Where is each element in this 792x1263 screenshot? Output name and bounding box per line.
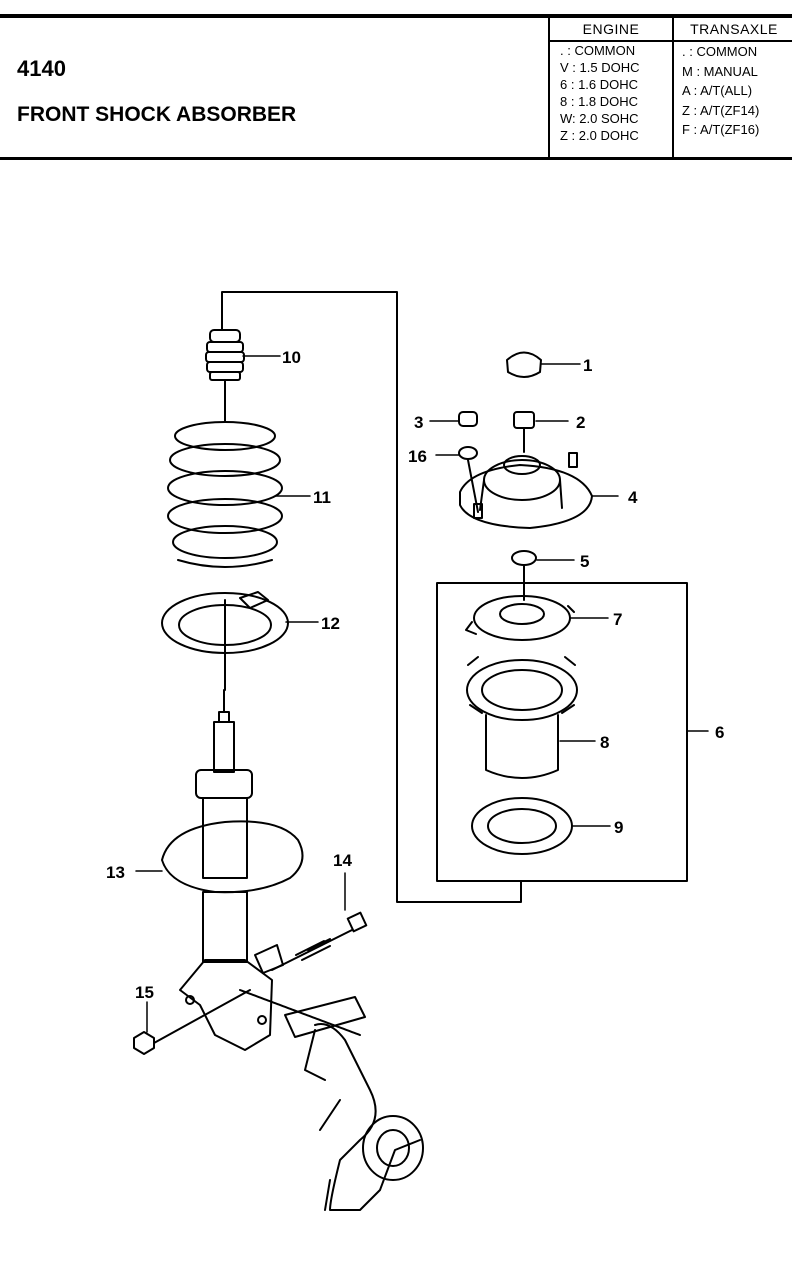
engine-row: . : COMMON — [560, 43, 636, 58]
callout-1: 1 — [583, 356, 592, 375]
engine-heading: ENGINE — [550, 18, 672, 42]
bearing-part — [465, 595, 575, 641]
callout-8: 8 — [600, 733, 609, 752]
seat-ring-part — [471, 797, 573, 855]
callout-7: 7 — [613, 610, 622, 629]
page-title: FRONT SHOCK ABSORBER — [17, 103, 297, 126]
coil-spring-part — [167, 379, 283, 568]
transaxle-row: F : A/T(ZF16) — [682, 122, 760, 137]
engine-column: ENGINE . : COMMON V : 1.5 DOHC 6 : 1.6 D… — [550, 18, 674, 157]
washer-nut-part — [458, 411, 479, 513]
lock-nut-part — [513, 411, 535, 453]
engine-row: 6 : 1.6 DOHC — [560, 77, 639, 92]
transaxle-row: M : MANUAL — [682, 63, 758, 79]
kit-group-box — [436, 582, 688, 882]
strut-mount-part — [459, 452, 593, 529]
engine-row: Z : 2.0 DOHC — [560, 128, 639, 143]
spring-seat-part — [161, 591, 289, 691]
callout-9: 9 — [614, 818, 623, 837]
callout-3: 3 — [414, 413, 423, 432]
strut-assembly-part — [161, 689, 304, 1051]
bump-stop-part — [205, 329, 245, 381]
callout-2: 2 — [576, 413, 585, 432]
callout-15: 15 — [135, 983, 154, 1002]
transaxle-row: Z : A/T(ZF14) — [682, 102, 760, 118]
bushing-part — [511, 550, 537, 601]
transaxle-row: A : A/T(ALL) — [682, 83, 753, 98]
engine-row: V : 1.5 DOHC — [560, 60, 640, 75]
transaxle-column: TRANSAXLE . : COMMON M : MANUAL A : A/T(… — [674, 18, 792, 157]
callout-4: 4 — [628, 488, 638, 507]
cap-part — [506, 351, 542, 378]
callout-5: 5 — [580, 552, 589, 571]
assembly-bracket-line — [221, 291, 522, 903]
nut-part — [133, 989, 251, 1055]
engine-row: 8 : 1.8 DOHC — [560, 94, 639, 109]
callout-6: 6 — [715, 723, 724, 742]
callout-12: 12 — [321, 614, 340, 633]
callout-14: 14 — [333, 851, 352, 870]
dust-boot-part — [466, 656, 578, 779]
section-code: 4140 — [17, 56, 66, 81]
callout-13: 13 — [106, 863, 125, 882]
transaxle-heading: TRANSAXLE — [674, 18, 792, 42]
callout-11: 11 — [313, 488, 331, 507]
bolt-part — [271, 911, 368, 971]
transaxle-row: . : COMMON — [682, 44, 758, 59]
steering-knuckle-part — [239, 989, 424, 1211]
legend-table: ENGINE . : COMMON V : 1.5 DOHC 6 : 1.6 D… — [548, 18, 792, 157]
header: 4140 FRONT SHOCK ABSORBER ENGINE . : COM… — [0, 14, 792, 160]
callout-16: 16 — [408, 447, 427, 466]
engine-row: W: 2.0 SOHC — [560, 111, 639, 126]
callout-10: 10 — [282, 348, 301, 367]
leader-lines — [135, 355, 709, 1033]
